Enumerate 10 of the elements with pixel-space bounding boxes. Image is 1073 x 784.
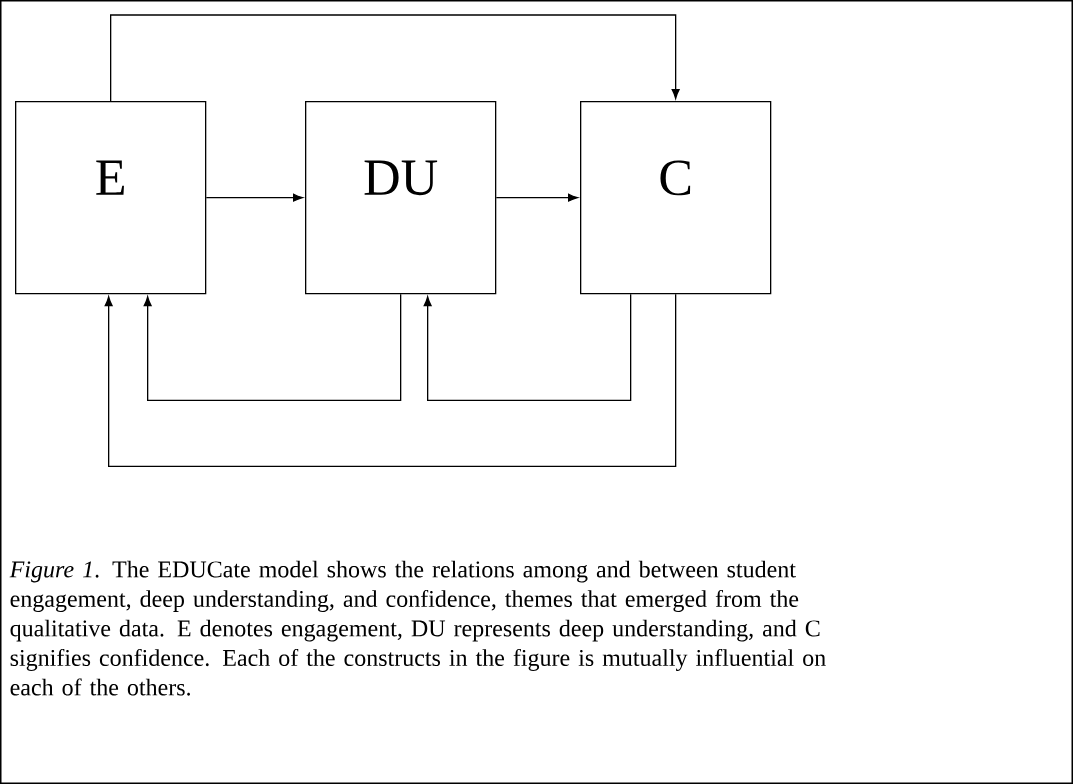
arrow xyxy=(104,293,677,467)
caption-text: Figure 1. The EDUCate model shows the relations among and between student engagement, deep understanding, and confidence, themes that emerged from the qualitative data. E denotes engagement, DU represents deep understanding, and C signifies confidence. Each of the constructs in the figure is mutually influential on each of the others. xyxy=(9,560,826,696)
construct-box: DU xyxy=(305,101,497,295)
arrow xyxy=(143,293,402,401)
construct-box: E xyxy=(15,101,207,295)
arrow xyxy=(423,293,632,401)
arrow xyxy=(110,14,680,102)
construct-box: C xyxy=(580,101,772,295)
arrow xyxy=(495,193,578,202)
arrow xyxy=(205,193,303,202)
